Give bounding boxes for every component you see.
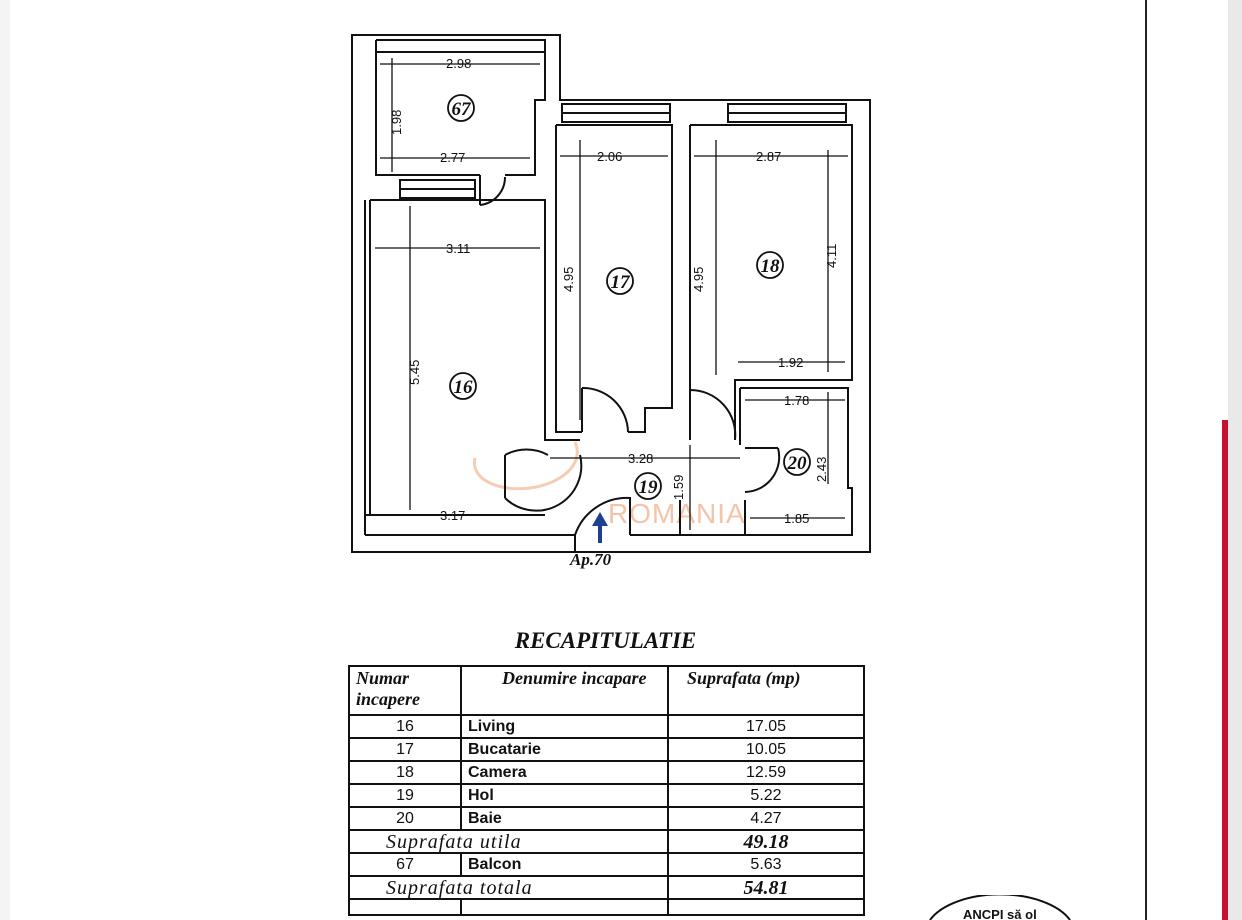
- cell-area: 12.59: [667, 760, 865, 785]
- room-number-67: 67: [452, 99, 473, 120]
- dim-18-height-right: 4.11: [824, 244, 839, 268]
- recap-title: RECAPITULATIE: [514, 628, 697, 653]
- dim-67-height: 1.98: [389, 110, 404, 135]
- room-18-walls: [689, 124, 853, 440]
- cell-room-number: 18: [348, 760, 462, 785]
- room-number-18: 18: [761, 256, 781, 277]
- cell-area: 5.22: [667, 783, 865, 808]
- empty-cell: [460, 898, 669, 916]
- room-number-16: 16: [454, 377, 474, 398]
- page-edge-shadow: [1228, 0, 1242, 920]
- dim-16-width-bottom: 3.17: [440, 508, 465, 523]
- dim-20-height: 2.43: [814, 457, 829, 482]
- dim-67-width-top: 2.98: [446, 56, 471, 71]
- stamp-text: ANCPI să ol: [963, 907, 1037, 920]
- room-number-19: 19: [639, 477, 659, 498]
- dim-67-width-bottom: 2.77: [440, 150, 465, 165]
- cell-area: 10.05: [667, 737, 865, 762]
- cell-room-name: Baie: [460, 806, 669, 831]
- cell-room-name: Bucatarie: [460, 737, 669, 762]
- recap-table: Numar incapere Denumire incapare Suprafa…: [348, 665, 865, 916]
- cell-room-number: 67: [348, 852, 462, 877]
- cell-room-number: 20: [348, 806, 462, 831]
- empty-cell: [667, 898, 865, 916]
- outer-wall: [351, 34, 871, 553]
- cell-room-number: 17: [348, 737, 462, 762]
- dim-17-width: 2.06: [597, 149, 622, 164]
- table-row: 67 Balcon 5.63: [348, 852, 865, 877]
- cell-room-name: Camera: [460, 760, 669, 785]
- total-area-row: Suprafata totala 54.81: [348, 875, 865, 900]
- header-room-number: Numar incapere: [348, 665, 462, 716]
- dim-18-width-bottom: 1.92: [778, 355, 803, 370]
- door-living: [504, 448, 583, 512]
- table-row: 18 Camera 12.59: [348, 760, 865, 785]
- red-binding-edge: [1222, 420, 1228, 920]
- cell-room-number: 19: [348, 783, 462, 808]
- usable-area-value: 49.18: [667, 829, 865, 854]
- dim-20-width-bottom: 1.85: [784, 511, 809, 526]
- apartment-label: Ap.70: [569, 550, 612, 569]
- total-area-value: 54.81: [667, 875, 865, 900]
- recap-header-row: Numar incapere Denumire incapare Suprafa…: [348, 665, 865, 716]
- cell-area: 17.05: [667, 714, 865, 739]
- dim-20-width-top: 1.78: [784, 393, 809, 408]
- cell-room-name: Balcon: [460, 852, 669, 877]
- room-17-walls: [555, 124, 673, 433]
- dim-18-height-left: 4.95: [691, 267, 706, 292]
- dim-17-height: 4.95: [561, 267, 576, 292]
- dim-16-width-top: 3.11: [446, 241, 470, 256]
- empty-cell: [348, 898, 462, 916]
- cell-room-name: Living: [460, 714, 669, 739]
- usable-area-label: Suprafata utila: [348, 829, 669, 854]
- door-entrance: [574, 496, 631, 552]
- table-row: [348, 898, 865, 916]
- cell-area: 4.27: [667, 806, 865, 831]
- room-number-20: 20: [787, 453, 808, 474]
- entrance-arrow-icon: [592, 512, 608, 543]
- dim-16-height: 5.45: [407, 360, 422, 385]
- watermark-text: ROMANIA: [608, 498, 746, 529]
- table-row: 20 Baie 4.27: [348, 806, 865, 831]
- dim-18-width: 2.87: [756, 149, 781, 164]
- cell-room-number: 16: [348, 714, 462, 739]
- cell-room-name: Hol: [460, 783, 669, 808]
- door-balcony: [479, 175, 507, 206]
- table-row: 19 Hol 5.22: [348, 783, 865, 808]
- door-kitchen: [581, 386, 629, 433]
- usable-area-row: Suprafata utila 49.18: [348, 829, 865, 854]
- stamp: ANCPI să ol: [929, 895, 1071, 920]
- dim-19-height: 1.59: [671, 475, 686, 500]
- balcony-67-walls: [375, 39, 546, 176]
- page-border-line: [1145, 0, 1147, 920]
- header-room-name: Denumire incapare: [460, 665, 669, 716]
- room-number-17: 17: [611, 272, 632, 293]
- dim-19-width: 3.28: [628, 451, 653, 466]
- table-row: 17 Bucatarie 10.05: [348, 737, 865, 762]
- table-row: 16 Living 17.05: [348, 714, 865, 739]
- door-room-18: [689, 388, 737, 441]
- cell-area: 5.63: [667, 852, 865, 877]
- header-area: Suprafata (mp): [667, 665, 865, 716]
- door-bathroom: [744, 447, 781, 493]
- total-area-label: Suprafata totala: [348, 875, 669, 900]
